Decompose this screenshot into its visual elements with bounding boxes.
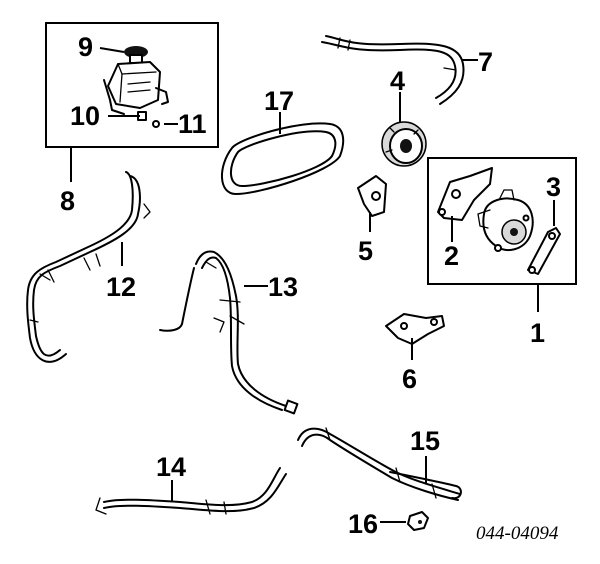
- callout-9: 9: [78, 32, 93, 62]
- callout-16: 16: [348, 509, 378, 539]
- callout-14: 14: [156, 452, 186, 482]
- callout-5: 5: [358, 236, 373, 266]
- callout-15: 15: [410, 426, 440, 456]
- reservoir-part: [103, 46, 169, 128]
- drive-belt-part: 17: [220, 86, 345, 195]
- reservoir-group: 9 10 11 8: [45, 22, 219, 216]
- pump-group: 2 3 1: [427, 157, 577, 348]
- callout-6: 6: [402, 364, 417, 394]
- callout-12: 12: [106, 272, 136, 302]
- callout-1: 1: [530, 318, 545, 348]
- callout-17: 17: [264, 86, 294, 116]
- callout-13: 13: [268, 272, 298, 302]
- callout-10: 10: [70, 101, 100, 131]
- callout-8: 8: [60, 186, 75, 216]
- hose-13-part: 13: [159, 250, 299, 415]
- callout-7: 7: [478, 47, 493, 77]
- bracket-6-part: 6: [385, 313, 445, 394]
- pump-group-box: [427, 157, 577, 285]
- hose-15-part: 15: [297, 426, 462, 501]
- pulley-part: 4: [381, 66, 427, 167]
- bracket-5-part: 5: [357, 175, 387, 266]
- clamp-16-part: 16: [348, 509, 429, 539]
- callout-3: 3: [546, 172, 561, 202]
- reservoir-group-box: [45, 22, 219, 148]
- figure-code: 044-04094: [476, 523, 559, 544]
- return-hose-part: 7: [321, 35, 493, 105]
- hose-12-part: 12: [26, 171, 151, 363]
- hose-14-part: 14: [95, 452, 287, 515]
- callout-4: 4: [390, 66, 405, 96]
- callout-2: 2: [444, 241, 459, 271]
- pump-part: [477, 189, 534, 252]
- callout-11: 11: [178, 109, 207, 139]
